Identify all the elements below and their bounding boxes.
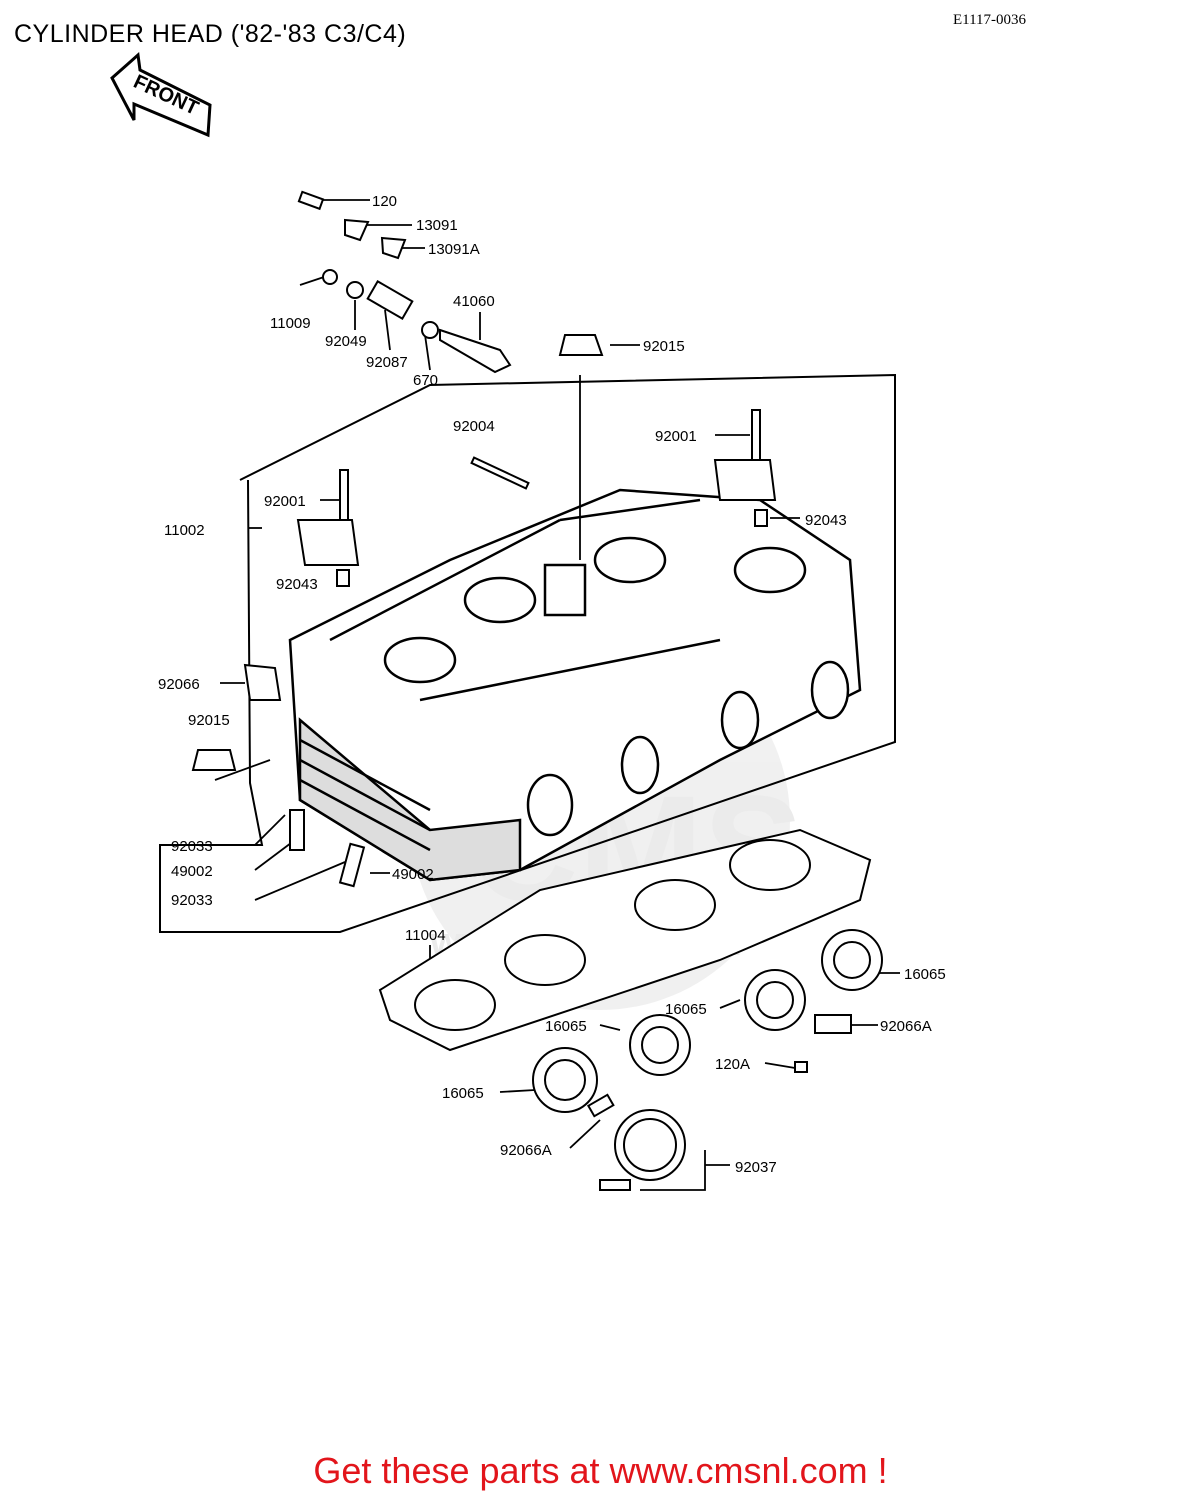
label-92004: 92004 (453, 418, 495, 435)
pipe-92066a-icon (814, 1014, 852, 1034)
label-11002: 11002 (164, 522, 205, 539)
holder-16065d-icon (821, 929, 883, 991)
bolt-92001-icon (751, 409, 761, 466)
label-13091a: 13091A (428, 241, 480, 258)
label-92015b: 92015 (188, 712, 230, 729)
holder-16065-icon (532, 1047, 598, 1113)
bolt-120-icon (297, 190, 325, 211)
promo-banner: Get these parts at www.cmsnl.com ! (0, 1450, 1201, 1492)
nut-92015-icon (558, 334, 604, 356)
washer-11009-icon (322, 269, 338, 285)
label-13091: 13091 (416, 217, 458, 234)
bracket-92066-icon (243, 663, 282, 701)
label-16065c: 16065 (545, 1018, 587, 1035)
label-11009: 11009 (270, 315, 311, 332)
cylinder-head-body (288, 488, 862, 882)
label-92033a: 92033 (171, 838, 213, 855)
label-41060: 41060 (453, 293, 495, 310)
oring-670-icon (421, 321, 439, 339)
seal-92049-icon (346, 281, 364, 299)
screw-120a-icon (794, 1061, 808, 1073)
pipe-92066a2-icon (586, 1093, 615, 1118)
label-49002b: 49002 (392, 866, 434, 883)
label-92015: 92015 (643, 338, 685, 355)
label-92043: 92043 (805, 512, 847, 529)
label-49002a: 49002 (171, 863, 213, 880)
part-labels: 120 13091 13091A 11009 92049 92087 670 4… (158, 193, 946, 1176)
label-120: 120 (372, 193, 397, 210)
leader-lines (214, 199, 900, 1191)
label-120a: 120A (715, 1056, 750, 1073)
nut-92015b-icon (191, 749, 237, 771)
promo-link[interactable]: Get these parts at www.cmsnl.com ! (313, 1450, 888, 1491)
drawing-code: E1117-0036 (953, 12, 1027, 28)
label-670: 670 (413, 372, 438, 389)
label-16065a: 16065 (904, 966, 946, 983)
cap-92001-icon (713, 459, 777, 501)
page-title: CYLINDER HEAD ('82-'83 C3/C4) (14, 20, 407, 48)
label-92001: 92001 (655, 428, 697, 445)
label-92037: 92037 (735, 1159, 777, 1176)
label-16065d: 16065 (442, 1085, 484, 1102)
hardware-parts (191, 190, 883, 1191)
assembly-outline (159, 373, 896, 933)
clamp-13091a-icon (380, 236, 407, 260)
guide-49002a-icon (289, 809, 305, 851)
dowel-92043-icon (754, 509, 768, 527)
label-16065b: 16065 (665, 1001, 707, 1018)
label-92033b: 92033 (171, 892, 213, 909)
label-92049: 92049 (325, 333, 367, 350)
stud-92004-icon (470, 456, 530, 490)
label-92001b: 92001 (264, 493, 306, 510)
guide-49002b-icon (338, 842, 366, 888)
clamp-13091-icon (344, 218, 370, 242)
housing-92087-icon (366, 279, 414, 321)
label-92066a1: 92066A (880, 1018, 932, 1035)
clamp-92037-icon (599, 1109, 686, 1191)
label-92087: 92087 (366, 354, 408, 371)
gear-41060-icon (439, 328, 512, 374)
bolt-92001b-icon (339, 469, 349, 521)
front-arrow-icon: FRONT (110, 52, 212, 138)
label-92066: 92066 (158, 676, 200, 693)
label-11004: 11004 (405, 927, 446, 944)
cap-92001b-icon (296, 519, 360, 566)
label-92066a2: 92066A (500, 1142, 552, 1159)
holder-16065b-icon (629, 1014, 691, 1076)
exploded-parts-diagram: CMS www.cmsnl.com FRONT (110, 52, 946, 1191)
dowel-92043b-icon (336, 569, 350, 587)
label-92043b: 92043 (276, 576, 318, 593)
holder-16065c-icon (744, 969, 806, 1031)
